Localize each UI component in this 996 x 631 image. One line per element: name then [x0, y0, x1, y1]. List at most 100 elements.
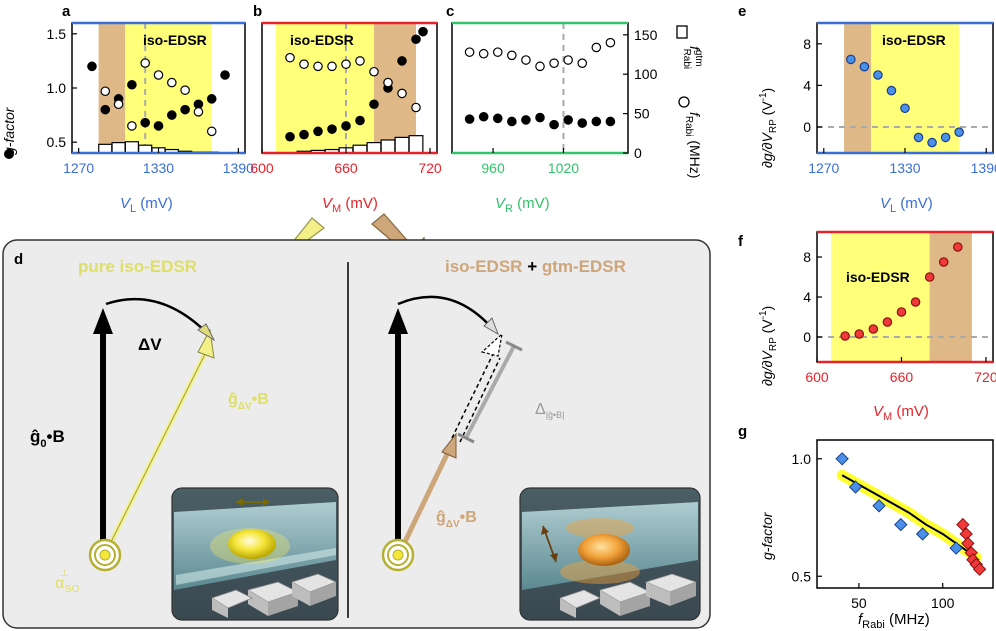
- g-filled-point: [341, 121, 351, 131]
- region-label: iso-EDSR: [143, 32, 207, 48]
- x-tick-label: 1330: [143, 160, 174, 176]
- g-filled-point: [418, 26, 428, 37]
- g-filled-point: [206, 94, 217, 104]
- x-tick-label: 720: [418, 160, 442, 176]
- f-rabi-filled-point: [563, 115, 573, 125]
- f-rabi-open-point: [577, 58, 588, 68]
- svg-text:fgtmRabi: fgtmRabi: [681, 46, 704, 69]
- band-yellow: [871, 23, 960, 153]
- panel-label-a: a: [62, 3, 71, 20]
- blue-diamond-point: [915, 527, 930, 541]
- x-axis-label: VR (mV): [495, 195, 550, 215]
- g-open-point: [369, 66, 379, 77]
- g-filled-point: [411, 34, 421, 45]
- legend-open-marker: [678, 96, 690, 108]
- x-tick-label: 660: [890, 369, 914, 385]
- y-tick-label: 4: [803, 289, 811, 305]
- g-open-point: [313, 61, 323, 72]
- f-gtm-bar: [366, 142, 382, 154]
- f-gtm-bar: [394, 136, 410, 154]
- alpha-so-label: α⊥SO: [55, 568, 80, 595]
- g-open-point: [383, 77, 393, 88]
- f-gtm-bar: [408, 135, 424, 154]
- g-filled-point: [100, 104, 111, 115]
- g-filled-point: [127, 79, 137, 90]
- f-rabi-filled-point: [535, 112, 545, 123]
- g-filled-point: [87, 61, 97, 72]
- g-open-point: [127, 121, 137, 131]
- g-filled-point: [369, 99, 379, 110]
- g-open-point: [180, 85, 190, 95]
- gdv-label-right: ĝΔV•B: [436, 509, 477, 530]
- f-rabi-open-point: [464, 47, 475, 57]
- dashed-vector: [451, 351, 495, 439]
- dg-point: [854, 329, 865, 339]
- dg-point: [868, 324, 879, 334]
- x-tick-label: 720: [974, 369, 996, 385]
- f-rabi-open-point: [563, 55, 573, 65]
- g0b-arrowhead-icon: [93, 308, 113, 334]
- band-tan: [929, 232, 972, 362]
- f-gtm-bar: [380, 139, 396, 154]
- g-open-point: [327, 61, 337, 72]
- rotation-arc-arrowhead-right-icon: [483, 317, 499, 336]
- inset-surface: [176, 548, 336, 585]
- f-rabi-filled-point: [605, 116, 616, 127]
- g-open-point: [299, 59, 309, 69]
- g-filled-point: [167, 110, 177, 120]
- g0b-arrowhead-right-icon: [388, 308, 408, 334]
- x-axis-label: fRabi (MHz): [858, 611, 930, 631]
- f-rabi-open-point: [605, 37, 616, 48]
- g-filled-point: [140, 117, 150, 128]
- dg-point: [840, 331, 850, 341]
- gdv-vector-right: [399, 446, 453, 550]
- f-rabi-open-point: [492, 47, 503, 57]
- panel-e: e iso-EDSR 127013301390048 ∂g/∂VRP (V-1)…: [738, 3, 996, 215]
- blue-diamond-point: [835, 452, 849, 466]
- delta-label: Δ|ĝ•B|: [535, 401, 565, 420]
- x-tick-label: 1330: [889, 160, 920, 176]
- g-filled-point: [397, 56, 407, 66]
- g-open-point: [397, 88, 407, 99]
- g-open-point: [411, 102, 421, 113]
- x-tick-label: 660: [334, 160, 358, 176]
- f-rabi-filled-point: [577, 118, 588, 128]
- dg-point: [927, 137, 937, 148]
- g-open-point: [193, 107, 204, 117]
- x-tick-label: 1270: [808, 160, 839, 176]
- dg-point: [859, 61, 870, 72]
- title-left: pure iso-EDSR: [78, 257, 197, 276]
- panel-label-g: g: [738, 423, 747, 440]
- panel-label-c: c: [446, 3, 454, 20]
- x-tick-label: 1270: [63, 160, 94, 176]
- delta-bar: [464, 345, 516, 439]
- dg-point: [940, 132, 951, 143]
- rotation-arc-arrowhead-icon: [197, 323, 216, 342]
- g-open-point: [100, 86, 111, 97]
- g-open-point: [113, 99, 124, 110]
- panel-d: d pure iso-EDSR iso-EDSR + gtm-EDSR ΔV ĝ…: [2, 239, 711, 629]
- y-axis-label: ∂g/∂VRP (V-1): [758, 88, 779, 168]
- rotation-arc: [105, 297, 209, 335]
- dashed-arrowhead-icon: [480, 332, 503, 357]
- y-tick-label: 0: [634, 145, 642, 161]
- g-filled-point: [313, 126, 323, 137]
- f-rabi-open-point: [591, 42, 602, 53]
- motion-arrow-right-icon: [263, 498, 270, 506]
- f-rabi-open-point: [521, 55, 531, 65]
- gate-electrodes: [211, 573, 338, 618]
- y-tick-label: 100: [634, 66, 658, 82]
- legend-bar-marker: [676, 25, 688, 39]
- x-tick-label: 600: [805, 369, 829, 385]
- band-tan: [374, 23, 416, 153]
- fit-line: [841, 474, 977, 559]
- wavefunction-lobe-top: [566, 518, 634, 538]
- gdv-label: ĝΔV•B: [228, 391, 269, 412]
- svg-text:g-factor: g-factor: [759, 511, 775, 560]
- f-gtm-bar: [124, 141, 140, 154]
- dg-point: [873, 70, 883, 80]
